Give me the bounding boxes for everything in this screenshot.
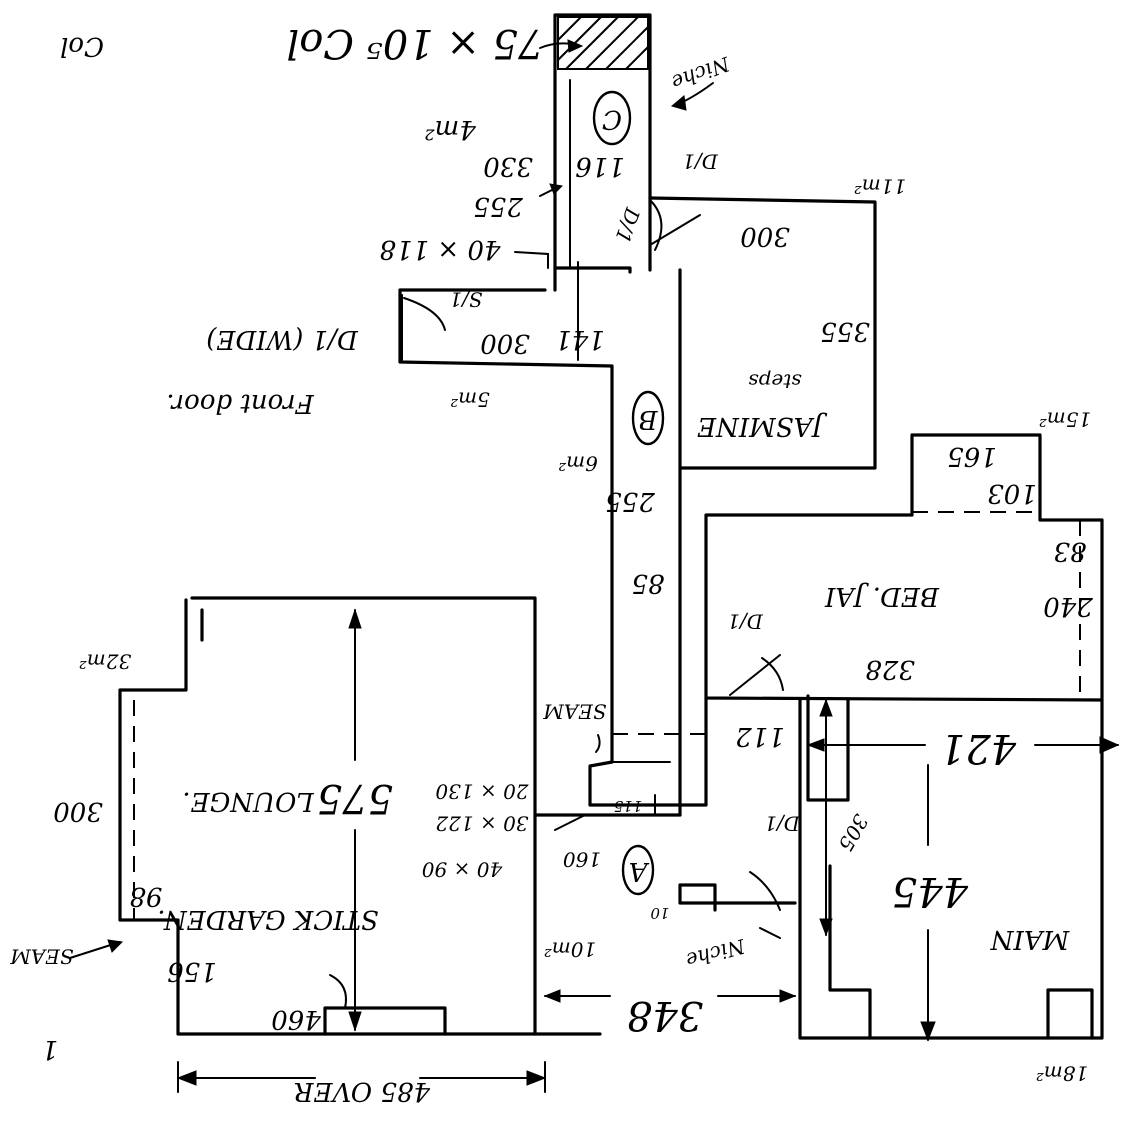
lounge-460: 460 bbox=[271, 1004, 322, 1034]
col-label: Col bbox=[60, 31, 104, 61]
dim-115: 115 bbox=[614, 797, 643, 815]
main-name: MAIN bbox=[990, 924, 1071, 954]
bed-240: 240 bbox=[1043, 591, 1094, 621]
main-445: 445 bbox=[892, 868, 969, 914]
dim-112: 112 bbox=[735, 721, 785, 751]
bed-door: D/1 bbox=[727, 610, 764, 634]
lounge-name: LOUNGE. bbox=[182, 786, 314, 816]
main-door: D/1 bbox=[764, 812, 801, 836]
lounge-575: 575 bbox=[317, 775, 393, 821]
stick-garden-label: STICK GARDEN. bbox=[157, 904, 378, 934]
bed-walls bbox=[704, 433, 1104, 702]
wall-outlines bbox=[118, 13, 1104, 1040]
bed-328: 328 bbox=[865, 654, 915, 684]
room-b-length: 255 bbox=[605, 486, 656, 516]
area-a-nib bbox=[678, 883, 797, 912]
hall-300: 300 bbox=[480, 328, 530, 358]
jasmine-sub: steps bbox=[748, 370, 801, 394]
entry-area: 5m² bbox=[450, 388, 490, 412]
jasmine-walls bbox=[648, 196, 877, 817]
room-c-walls bbox=[553, 13, 652, 292]
door-d1-b-label: D/1 bbox=[610, 204, 645, 247]
dim-20x130: 20 × 130 bbox=[435, 780, 529, 804]
dim-348: 348 bbox=[627, 992, 703, 1038]
main-305: 305 bbox=[833, 810, 873, 855]
room-c-area: 4m² bbox=[424, 114, 477, 144]
lounge-bench-swing bbox=[329, 974, 347, 1009]
niche-a-label: Niche bbox=[683, 934, 748, 973]
door-swings bbox=[69, 39, 784, 1009]
bed-103: 103 bbox=[987, 478, 1037, 508]
lounge-area: 32m² bbox=[79, 650, 131, 674]
jasmine-area: 11m² bbox=[854, 175, 906, 199]
room-a-area: 10m² bbox=[544, 938, 596, 962]
jasmine-name: JASMINE bbox=[697, 411, 828, 441]
room-b-85: 85 bbox=[631, 568, 664, 598]
bed-door-swing bbox=[729, 654, 781, 696]
bed-area: 15m² bbox=[1039, 408, 1091, 432]
front-door-swing bbox=[403, 297, 446, 331]
main-area: 18m² bbox=[1036, 1062, 1088, 1086]
lounge-300: 300 bbox=[53, 796, 103, 826]
bed-83: 83 bbox=[1053, 536, 1086, 566]
jasmine-door-swing bbox=[649, 199, 663, 251]
opening-label: 40 × 118 bbox=[379, 234, 501, 264]
room-b-area: 6m² bbox=[558, 452, 598, 476]
door-d1-label: D/1 bbox=[682, 150, 719, 174]
room-c-wall: 255 bbox=[473, 191, 524, 221]
col-size-label: 75 × 10⁵ Col bbox=[287, 20, 544, 66]
entry-walls bbox=[398, 288, 614, 764]
page-number: 1 bbox=[42, 1034, 59, 1064]
room-c-label: C bbox=[602, 104, 622, 134]
hall-s1: S/1 bbox=[449, 288, 482, 312]
dashed-lines bbox=[133, 79, 1081, 920]
room-a-label: A bbox=[629, 856, 650, 886]
area-a-walls bbox=[533, 698, 1104, 1040]
lounge-walls bbox=[118, 596, 537, 1036]
seam-left-label: SEAM bbox=[10, 945, 74, 969]
room-c-depth: 330 bbox=[483, 151, 533, 181]
jasmine-width: 300 bbox=[740, 221, 790, 251]
seam-mid-label: SEAM bbox=[543, 700, 607, 724]
room-b-circle bbox=[631, 390, 665, 446]
room-a-circle bbox=[621, 844, 655, 896]
room-c-width: 116 bbox=[575, 151, 625, 181]
text-labels: Col 75 × 10⁵ Col Niche C 4m² 116 330 255… bbox=[10, 20, 1094, 1106]
front-door-label: Front door. bbox=[166, 388, 314, 418]
room-b-label: B bbox=[638, 404, 658, 434]
overall-width: 485 OVER bbox=[294, 1076, 431, 1106]
lounge-156: 156 bbox=[167, 956, 217, 986]
niche-label: Niche bbox=[668, 52, 733, 95]
front-door-note: D/1 (WIDE) bbox=[206, 324, 359, 354]
main-421: 421 bbox=[940, 725, 1017, 771]
room-c-sill bbox=[553, 266, 632, 274]
main-door-swing bbox=[749, 871, 781, 911]
dim-30x122: 30 × 122 bbox=[435, 812, 528, 836]
lounge-bench bbox=[323, 1006, 447, 1036]
room-tags bbox=[592, 90, 665, 896]
lounge-98: 98 bbox=[129, 881, 162, 911]
main-inner-walls bbox=[806, 694, 1094, 1040]
dim-160: 160 bbox=[563, 848, 601, 872]
bed-name: BED. JAI bbox=[824, 581, 940, 611]
dimension-arrows bbox=[176, 608, 1120, 1093]
hall-width: 141 bbox=[555, 324, 605, 354]
bed-165: 165 bbox=[947, 441, 997, 471]
jasmine-depth: 355 bbox=[820, 316, 870, 346]
dim-40x90: 40 × 90 bbox=[422, 858, 504, 882]
room-c-circle bbox=[592, 90, 632, 146]
dim-10: 10 bbox=[650, 904, 670, 922]
